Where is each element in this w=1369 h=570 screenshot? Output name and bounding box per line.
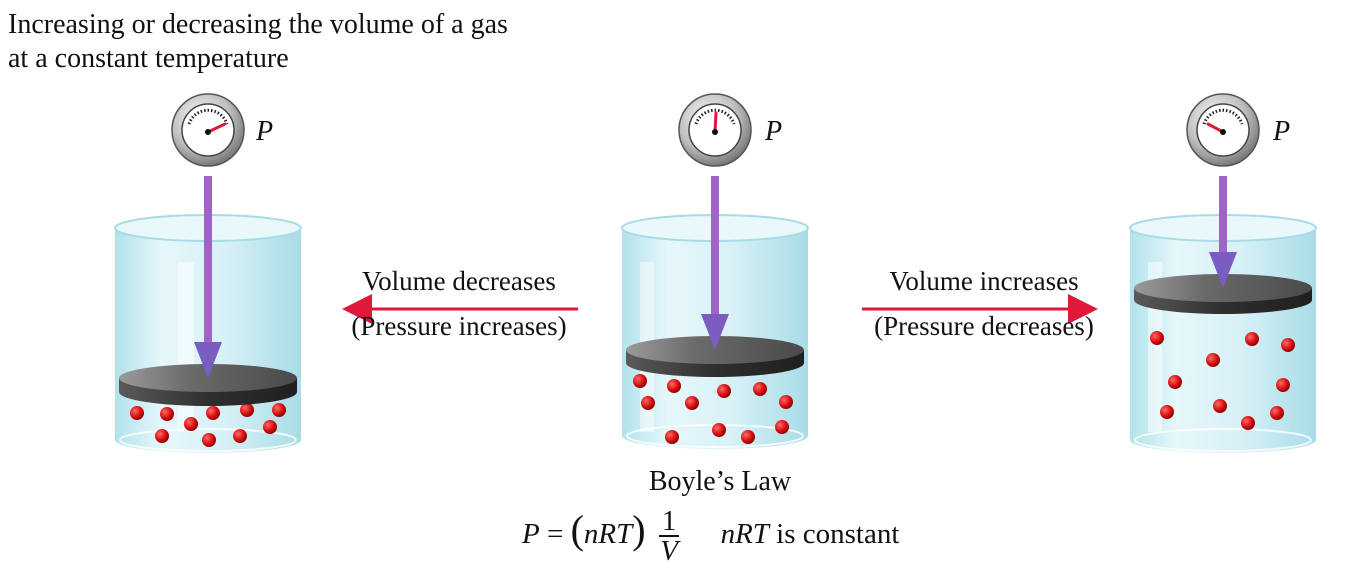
molecule: [130, 406, 144, 420]
molecule: [1281, 338, 1295, 352]
molecule: [184, 417, 198, 431]
molecule: [1150, 331, 1164, 345]
molecule: [775, 420, 789, 434]
right-arrow-label: Volume increases (Pressure decreases): [852, 266, 1116, 342]
left-arrow-line-1: Volume decreases: [362, 266, 556, 296]
molecule: [665, 430, 679, 444]
gauge-needle: [713, 111, 718, 134]
molecule: [641, 396, 655, 410]
left-arrow-line-2: (Pressure increases): [351, 311, 567, 341]
molecule: [1241, 416, 1255, 430]
formula-lhs: P: [522, 518, 540, 550]
molecule: [741, 430, 755, 444]
molecule: [633, 374, 647, 388]
piston-arrow-left: [194, 342, 222, 378]
molecule: [717, 384, 731, 398]
formula-note-text: is constant: [768, 518, 900, 550]
piston-arrow-right: [1209, 252, 1237, 288]
molecule: [685, 396, 699, 410]
molecule: [233, 429, 247, 443]
title-line-2: at a constant temperature: [8, 43, 289, 74]
piston-rod-right: [1219, 176, 1227, 252]
molecule: [712, 423, 726, 437]
formula-fraction: 1 V: [658, 507, 680, 568]
molecule: [1213, 399, 1227, 413]
cylinder-left: [114, 176, 302, 453]
pressure-label-right: P: [1273, 116, 1291, 147]
left-arrow-label: Volume decreases (Pressure increases): [330, 266, 588, 342]
molecule: [240, 403, 254, 417]
molecule: [263, 420, 277, 434]
molecule: [1168, 375, 1182, 389]
molecules-left: [130, 403, 286, 447]
piston-rod-middle: [711, 176, 719, 314]
molecule: [1206, 353, 1220, 367]
boyles-law-formula: P = (nRT) 1 V nRT is constant: [522, 505, 900, 568]
molecule: [1245, 332, 1259, 346]
molecule: [753, 382, 767, 396]
molecule: [155, 429, 169, 443]
title-line-1: Increasing or decreasing the volume of a…: [8, 9, 508, 40]
formula-denominator: V: [660, 535, 678, 568]
piston-rod-left: [204, 176, 212, 342]
pressure-gauge-right: [1186, 93, 1260, 167]
molecules-right: [1150, 331, 1295, 430]
pressure-gauge-left: [171, 93, 245, 167]
molecule: [667, 379, 681, 393]
formula-equals: =: [546, 518, 564, 550]
molecule: [160, 407, 174, 421]
diagram-title: Increasing or decreasing the volume of a…: [8, 8, 508, 76]
formula-note-var: nRT: [720, 518, 769, 550]
molecule: [1160, 405, 1174, 419]
molecule: [202, 433, 216, 447]
molecule: [272, 403, 286, 417]
molecule: [206, 406, 220, 420]
formula-nrt: nRT: [583, 518, 633, 550]
molecule: [779, 395, 793, 409]
right-arrow-line-1: Volume increases: [889, 266, 1079, 296]
piston-arrow-middle: [701, 314, 729, 350]
gauge-needle: [206, 122, 227, 134]
cylinder-middle: [621, 176, 809, 449]
law-title: Boyle’s Law: [648, 466, 792, 497]
formula-numerator: 1: [658, 507, 680, 538]
right-arrow-line-2: (Pressure decreases): [874, 311, 1094, 341]
pressure-gauge-middle: [678, 93, 752, 167]
cylinder-right: [1129, 176, 1317, 453]
pressure-label-left: P: [256, 116, 274, 147]
molecules-middle: [633, 374, 793, 444]
pressure-label-middle: P: [765, 116, 783, 147]
molecule: [1276, 378, 1290, 392]
formula-note: nRT is constant: [721, 518, 900, 550]
molecule: [1270, 406, 1284, 420]
